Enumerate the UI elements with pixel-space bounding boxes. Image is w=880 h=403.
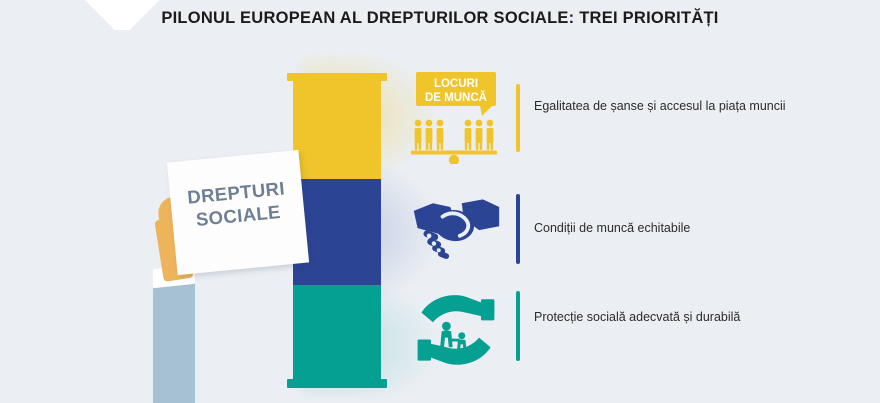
row-divider-jobs bbox=[516, 84, 520, 152]
social-rights-pillar bbox=[287, 73, 387, 388]
sleeve bbox=[153, 273, 195, 403]
priority-label-equal-opportunities: Egalitatea de șanse și accesul la piața … bbox=[534, 99, 786, 113]
page-title: PILONUL EUROPEAN AL DREPTURILOR SOCIALE:… bbox=[161, 9, 719, 27]
pillar-band-working-conditions bbox=[293, 179, 381, 285]
placard-label: DREPTURI SOCIALE bbox=[186, 177, 286, 230]
hand-holding-placard: DREPTURI SOCIALE bbox=[130, 149, 340, 403]
priority-row-equal-opportunities: LOCURI DE MUNCĂ bbox=[408, 72, 868, 168]
pillar-base bbox=[287, 379, 387, 388]
placard-card: DREPTURI SOCIALE bbox=[166, 149, 310, 276]
row-divider-working-conditions bbox=[516, 194, 520, 264]
row-divider-social-protection bbox=[516, 291, 520, 361]
priority-row-fair-working-conditions: Condiții de muncă echitabile bbox=[408, 186, 868, 282]
priority-label-social-protection: Protecție socială adecvată și durabilă bbox=[534, 310, 741, 324]
pillar-capital bbox=[287, 73, 387, 81]
pillar-shaft bbox=[293, 80, 381, 380]
pillar-band-jobs bbox=[293, 80, 381, 179]
svg-text:LOCURI: LOCURI bbox=[434, 78, 478, 90]
svg-text:DE MUNCĂ: DE MUNCĂ bbox=[425, 91, 487, 104]
priority-label-fair-working-conditions: Condiții de muncă echitabile bbox=[534, 221, 691, 235]
pillar-band-social-protection bbox=[293, 285, 381, 380]
handshake-icon bbox=[408, 186, 504, 278]
people-on-balance-scale-icon: LOCURI DE MUNCĂ bbox=[408, 72, 504, 166]
priority-row-social-protection: Protecție socială adecvată și durabilă bbox=[408, 283, 868, 379]
hands-protecting-family-icon bbox=[408, 283, 504, 375]
